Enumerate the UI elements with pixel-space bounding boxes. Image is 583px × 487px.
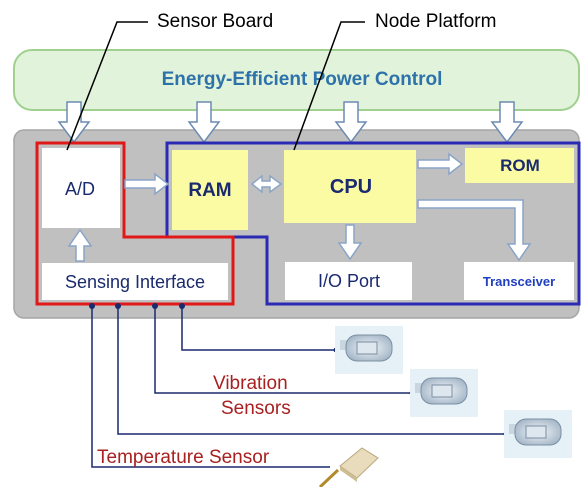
ad-label: A/D bbox=[65, 179, 95, 199]
vibration-sensor-3-icon bbox=[504, 410, 572, 458]
node-platform-title: Node Platform bbox=[375, 11, 496, 32]
junction-vibration-3 bbox=[115, 303, 121, 309]
wire-temperature bbox=[92, 306, 330, 467]
transceiver-label: Transceiver bbox=[483, 274, 555, 289]
junction-vibration-1 bbox=[179, 303, 185, 309]
sensing-interface-label: Sensing Interface bbox=[65, 272, 205, 292]
vibration-sensor-1-icon bbox=[335, 326, 403, 374]
vibration-label-line1: Vibration bbox=[213, 373, 288, 394]
cpu-label: CPU bbox=[330, 176, 372, 198]
junction-vibration-2 bbox=[152, 303, 158, 309]
vibration-sensor-2-icon bbox=[410, 369, 478, 417]
power-control-label: Energy-Efficient Power Control bbox=[162, 69, 443, 90]
ram-label: RAM bbox=[188, 180, 231, 201]
rom-label: ROM bbox=[500, 156, 540, 175]
junction-temperature bbox=[89, 303, 95, 309]
vibration-label-line2: Sensors bbox=[221, 398, 291, 419]
io-port-label: I/O Port bbox=[318, 271, 380, 291]
temperature-sensor-label: Temperature Sensor bbox=[97, 447, 270, 468]
sensor-board-title: Sensor Board bbox=[157, 11, 273, 32]
